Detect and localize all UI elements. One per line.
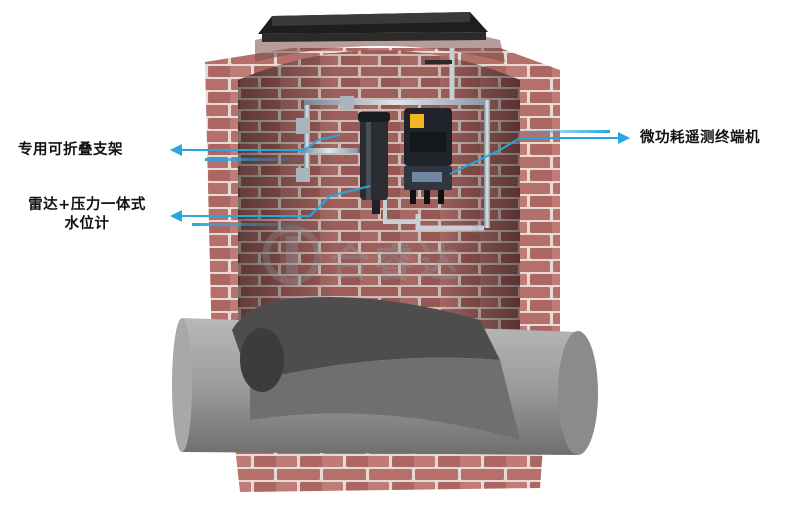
level-meter-device [358, 112, 390, 214]
folding-bracket [296, 48, 490, 231]
callout-lines [170, 130, 630, 226]
watermark-text: 合睿达 [330, 240, 462, 286]
arrow-left-icon [170, 144, 182, 156]
terminal-label: 微功耗遥测终端机 [640, 130, 760, 146]
level-meter-label: 雷达+压力一体式 水位计 [6, 196, 168, 234]
level-meter-label-line2: 水位计 [64, 216, 110, 232]
arrow-right-icon [618, 132, 630, 144]
manhole-cover [258, 12, 488, 42]
terminal-device [404, 108, 452, 204]
watermark [262, 225, 322, 285]
bracket-label: 专用可折叠支架 [18, 142, 123, 158]
arrow-left-icon [170, 210, 182, 222]
level-meter-label-line1: 雷达+压力一体式 [28, 197, 146, 213]
drain-pipe [172, 296, 598, 455]
watermark-registered-mark: ® [470, 222, 484, 238]
